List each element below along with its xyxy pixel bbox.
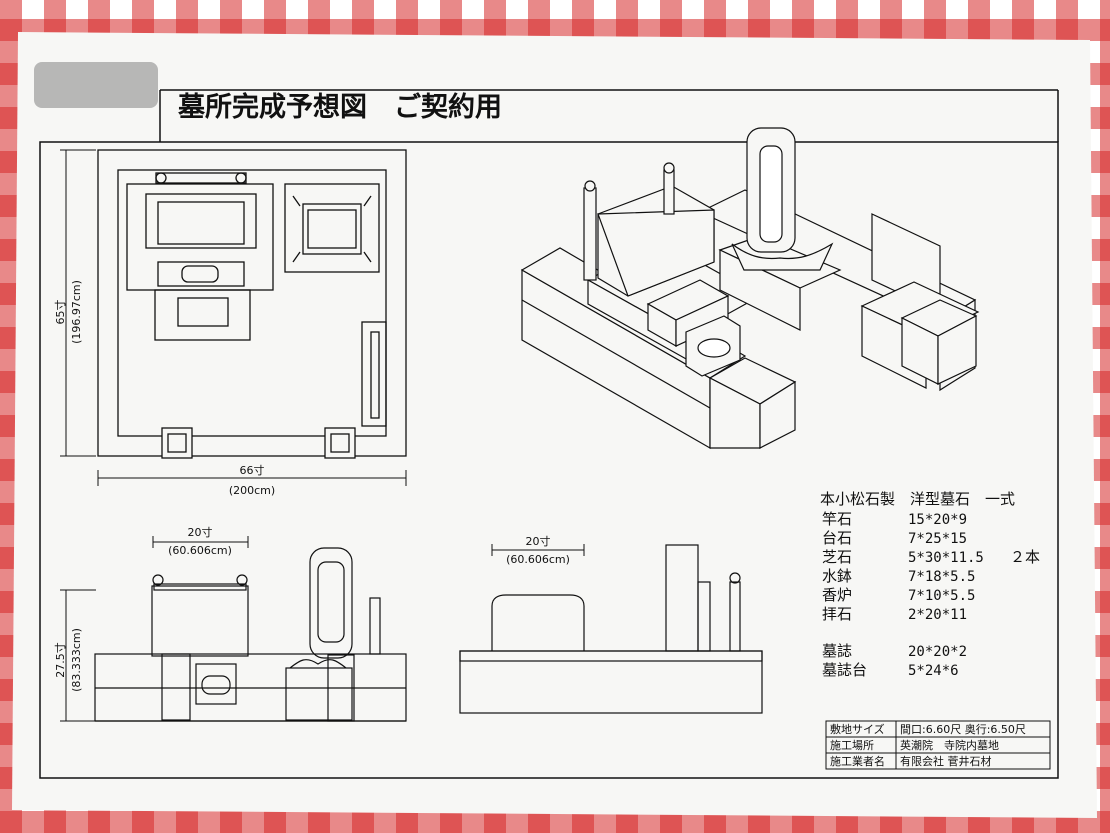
info-table: [825, 720, 1051, 770]
spec-item-size: 5*30*11.5: [908, 550, 984, 566]
isometric-view: [520, 127, 980, 450]
plan-view: [97, 149, 407, 459]
spec-item-size: 20*20*2: [908, 644, 967, 660]
front-height-cm: (83.333cm): [70, 628, 83, 692]
front-width-cm: (60.606cm): [168, 544, 232, 557]
spec-item-size: 7*25*15: [908, 531, 967, 547]
spec-item-name: 竿石: [822, 510, 852, 528]
spec-item-size: 7*18*5.5: [908, 569, 975, 585]
side-width-cm: (60.606cm): [506, 553, 570, 566]
spec-item-size: 7*10*5.5: [908, 588, 975, 604]
front-height-sun: 27.5寸: [53, 642, 67, 678]
front-width-sun: 20寸: [188, 525, 213, 539]
plan-depth-cm: (196.97cm): [70, 280, 83, 344]
info-label: 施工業者名: [830, 754, 885, 768]
plan-width-sun: 66寸: [240, 463, 265, 477]
spec-item-size: 15*20*9: [908, 512, 967, 528]
spec-item-name: 香炉: [822, 586, 852, 604]
info-value: 英潮院 寺院内墓地: [900, 738, 999, 752]
info-label: 施工場所: [830, 739, 874, 752]
blurred-logo: [34, 62, 158, 108]
spec-item-name: 墓誌: [822, 642, 852, 660]
info-value: 間口:6.60尺 奥行:6.50尺: [900, 722, 1026, 736]
side-width-sun: 20寸: [526, 534, 551, 548]
side-dimensions: [491, 544, 585, 556]
spec-item-name: 台石: [822, 529, 852, 547]
drawing-title: 墓所完成予想図 ご契約用: [177, 91, 502, 123]
info-value: 有限会社 菅井石材: [900, 754, 992, 768]
spec-item-name: 拝石: [822, 605, 852, 623]
spec-item-size: 5*24*6: [908, 663, 959, 679]
plan-depth-sun: 65寸: [53, 300, 67, 325]
plan-dimensions: [60, 149, 407, 486]
spec-item-name: 水鉢: [822, 567, 852, 585]
front-elevation: [94, 547, 407, 722]
side-elevation: [459, 544, 763, 714]
spec-item-name: 芝石: [822, 548, 852, 566]
spec-list: 本小松石製 洋型墓石 一式 竿石 15*20*9 台石 7*25*15 芝石 5…: [820, 490, 1040, 679]
info-label: 敷地サイズ: [830, 722, 885, 736]
spec-heading: 本小松石製 洋型墓石 一式: [820, 490, 1015, 508]
spec-item-size: 2*20*11: [908, 607, 967, 623]
drawing-frame: [39, 141, 1059, 779]
plan-width-cm: (200cm): [229, 484, 275, 497]
front-dimensions: [60, 536, 249, 722]
spec-item-note: ２本: [1010, 548, 1040, 566]
spec-item-name: 墓誌台: [822, 661, 867, 679]
